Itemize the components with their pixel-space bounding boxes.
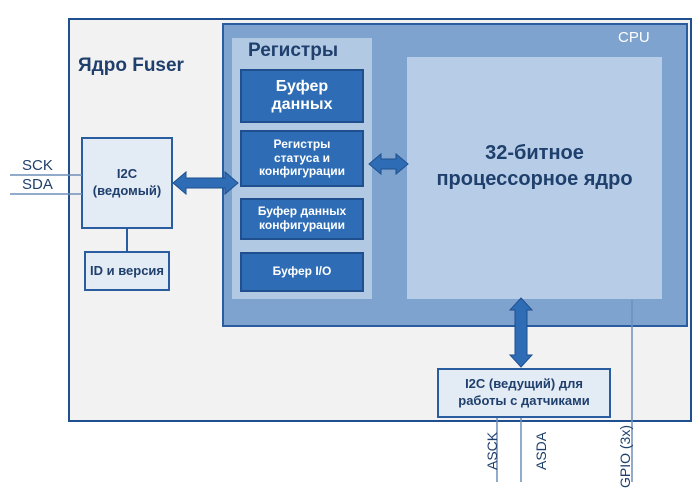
processor-core-box [407,57,662,299]
registers-title: Регистры [248,40,339,61]
i2c-master-box: I2C (ведущий) для работы с датчиками [437,368,611,418]
diagram-title: Ядро Fuser [78,55,184,76]
cpu-label: CPU [618,29,650,46]
pin-asda: ASDA [533,431,549,470]
pin-sck: SCK [22,157,53,174]
config-data-buffer-box: Буфер данных конфигурации [240,198,364,240]
io-buffer-box: Буфер I/O [240,252,364,292]
pin-asck: ASCK [484,431,500,470]
core-i2c-master-arrow [508,297,534,368]
status-config-registers-box: Регистры статуса и конфигурации [240,130,364,187]
pin-sda: SDA [22,176,53,193]
processor-core-label: 32-битное процессорное ядро [436,142,633,190]
id-version-box: ID и версия [84,251,170,291]
data-buffer-box: Буфер данных [240,69,364,123]
i2c-slave-box: I2C (ведомый) [81,137,173,229]
registers-core-arrow [368,152,409,176]
i2c-registers-arrow [172,170,239,196]
pin-gpio: GPIO (3x) [617,424,633,488]
